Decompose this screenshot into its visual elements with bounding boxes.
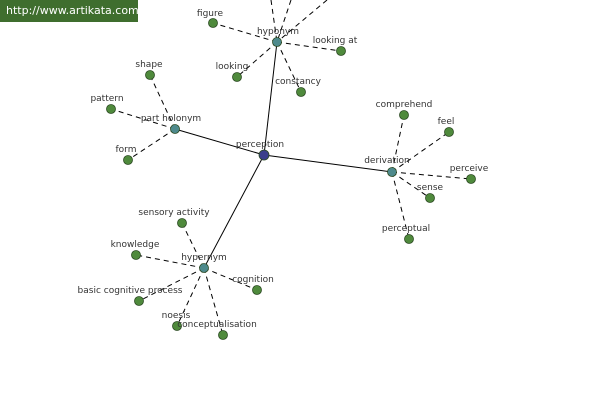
- label-hypernym[interactable]: hypernym: [181, 253, 227, 263]
- edge-part-holonym: [174, 128, 265, 156]
- label-noesis[interactable]: noesis: [162, 311, 191, 321]
- edge-hyponym-constancy: [276, 41, 302, 93]
- node-perception[interactable]: [258, 149, 270, 161]
- node-constancy[interactable]: [296, 87, 306, 97]
- label-sensory-activity[interactable]: sensory activity: [138, 208, 210, 218]
- edge-part-holonym-pattern: [110, 108, 176, 130]
- node-part-holonym[interactable]: [170, 124, 180, 134]
- edge-derivation-perceive: [391, 171, 472, 180]
- label-perceive[interactable]: perceive: [450, 164, 489, 174]
- dashed-edge-offscreen: [276, 0, 292, 43]
- node-conceptualisation[interactable]: [218, 330, 228, 340]
- node-derivation[interactable]: [387, 167, 397, 177]
- edge-hypernym: [203, 154, 265, 269]
- label-cognition[interactable]: cognition: [232, 275, 274, 285]
- node-hypernym[interactable]: [199, 263, 209, 273]
- node-perceptual[interactable]: [404, 234, 414, 244]
- node-figure[interactable]: [208, 18, 218, 28]
- node-basic-cognitive-process[interactable]: [134, 296, 144, 306]
- label-figure[interactable]: figure: [197, 9, 224, 19]
- dashed-edge-offscreen: [276, 0, 328, 43]
- edge-hypernym-basic-cognitive-process: [138, 267, 205, 302]
- label-knowledge[interactable]: knowledge: [111, 240, 160, 250]
- node-perceive[interactable]: [466, 174, 476, 184]
- edge-derivation-comprehend: [391, 114, 405, 173]
- label-pattern[interactable]: pattern: [90, 94, 123, 104]
- node-looking-at[interactable]: [336, 46, 346, 56]
- edge-hyponym-figure: [212, 22, 278, 43]
- edge-part-holonym-shape: [149, 74, 176, 130]
- label-constancy[interactable]: constancy: [275, 77, 322, 87]
- label-form[interactable]: form: [116, 145, 137, 155]
- label-part-holonym[interactable]: part holonym: [141, 114, 201, 124]
- edge-derivation-perceptual: [391, 171, 410, 240]
- edge-hyponym-looking-at: [276, 41, 342, 52]
- edge-part-holonym-form: [127, 128, 176, 161]
- label-shape[interactable]: shape: [135, 60, 163, 70]
- dashed-edge-offscreen: [270, 0, 278, 43]
- label-hyponym[interactable]: hyponym: [257, 27, 299, 37]
- node-sense[interactable]: [425, 193, 435, 203]
- label-perception[interactable]: perception: [236, 140, 284, 150]
- node-sensory-activity[interactable]: [177, 218, 187, 228]
- label-looking[interactable]: looking: [216, 62, 249, 72]
- node-shape[interactable]: [145, 70, 155, 80]
- watermark-link[interactable]: http://www.artikata.com: [0, 0, 139, 22]
- node-noesis[interactable]: [172, 321, 182, 331]
- edge-hypernym-noesis: [176, 267, 205, 327]
- label-sense[interactable]: sense: [417, 183, 444, 193]
- node-pattern[interactable]: [106, 104, 116, 114]
- node-hyponym[interactable]: [272, 37, 282, 47]
- node-cognition[interactable]: [252, 285, 262, 295]
- label-comprehend[interactable]: comprehend: [376, 100, 433, 110]
- node-form[interactable]: [123, 155, 133, 165]
- label-basic-cognitive-process[interactable]: basic cognitive process: [78, 286, 183, 296]
- label-conceptualisation[interactable]: conceptualisation: [177, 320, 257, 330]
- node-comprehend[interactable]: [399, 110, 409, 120]
- node-knowledge[interactable]: [131, 250, 141, 260]
- edge-derivation-feel: [391, 131, 450, 173]
- edge-derivation: [263, 154, 393, 173]
- edge-hypernym-conceptualisation: [203, 267, 224, 336]
- label-derivation[interactable]: derivation: [364, 156, 410, 166]
- node-looking[interactable]: [232, 72, 242, 82]
- label-looking-at[interactable]: looking at: [313, 36, 358, 46]
- edge-hypernym-knowledge: [135, 254, 205, 269]
- label-perceptual[interactable]: perceptual: [382, 224, 430, 234]
- edge-hyponym: [263, 41, 278, 156]
- edge-hypernym-cognition: [203, 267, 258, 291]
- edge-derivation-sense: [391, 171, 431, 199]
- label-feel[interactable]: feel: [438, 117, 455, 127]
- node-feel[interactable]: [444, 127, 454, 137]
